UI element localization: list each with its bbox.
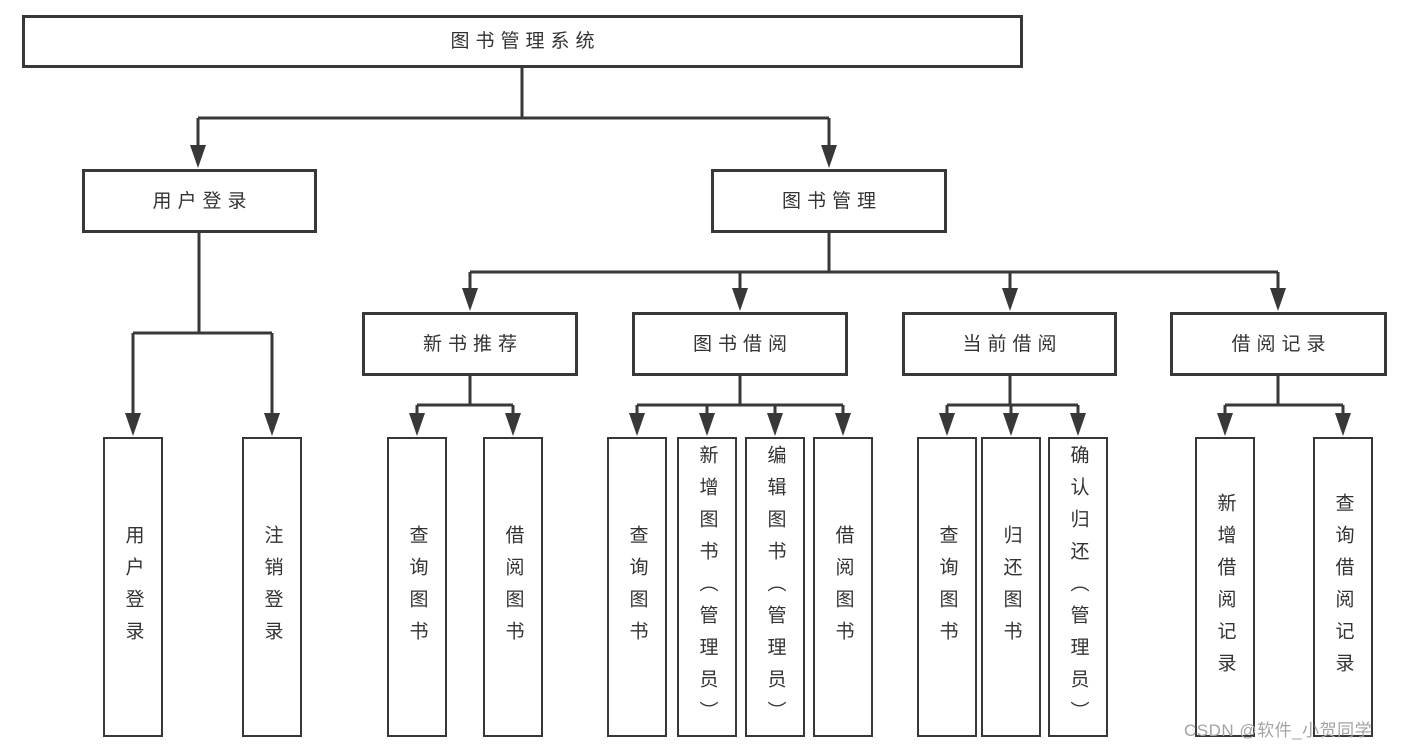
watermark: CSDN @软件_小贺同学 (1184, 721, 1373, 740)
node-user-login: 用户登录 (82, 169, 317, 233)
node-book-management: 图书管理 (711, 169, 947, 233)
arrowhead-icon (699, 413, 715, 436)
arrowhead-icon (1002, 288, 1018, 311)
leaf-return-book: 归还图书 (981, 437, 1041, 737)
arrowhead-icon (409, 413, 425, 436)
node-root: 图书管理系统 (22, 15, 1023, 68)
node-current-borrow: 当前借阅 (902, 312, 1117, 376)
node-borrow-records: 借阅记录 (1170, 312, 1387, 376)
leaf-query-books-borrow: 查询图书 (607, 437, 667, 737)
leaf-logout: 注销登录 (242, 437, 302, 737)
node-new-book-recommend: 新书推荐 (362, 312, 578, 376)
arrowhead-icon (835, 413, 851, 436)
leaf-borrow-books: 借阅图书 (813, 437, 873, 737)
arrowhead-icon (821, 145, 837, 168)
leaf-user-login: 用户登录 (103, 437, 163, 737)
arrowhead-icon (264, 413, 280, 436)
arrowhead-icon (767, 413, 783, 436)
arrowhead-icon (462, 288, 478, 311)
leaf-confirm-return-admin: 确认归还（管理员） (1048, 437, 1108, 737)
arrowhead-icon (190, 145, 206, 168)
arrowhead-icon (1003, 413, 1019, 436)
leaf-borrow-books-recommend: 借阅图书 (483, 437, 543, 737)
leaf-edit-book-admin: 编辑图书（管理员） (745, 437, 805, 737)
arrowhead-icon (939, 413, 955, 436)
arrowhead-icon (732, 288, 748, 311)
arrowhead-icon (125, 413, 141, 436)
leaf-add-borrow-record: 新增借阅记录 (1195, 437, 1255, 737)
arrowhead-icon (629, 413, 645, 436)
leaf-query-borrow-record: 查询借阅记录 (1313, 437, 1373, 737)
arrowhead-icon (1217, 413, 1233, 436)
leaf-add-book-admin: 新增图书（管理员） (677, 437, 737, 737)
arrowhead-icon (1270, 288, 1286, 311)
node-book-borrow: 图书借阅 (632, 312, 848, 376)
leaf-query-books-current: 查询图书 (917, 437, 977, 737)
arrowhead-icon (1070, 413, 1086, 436)
arrowhead-icon (1335, 413, 1351, 436)
leaf-query-books-recommend: 查询图书 (387, 437, 447, 737)
arrowhead-icon (505, 413, 521, 436)
